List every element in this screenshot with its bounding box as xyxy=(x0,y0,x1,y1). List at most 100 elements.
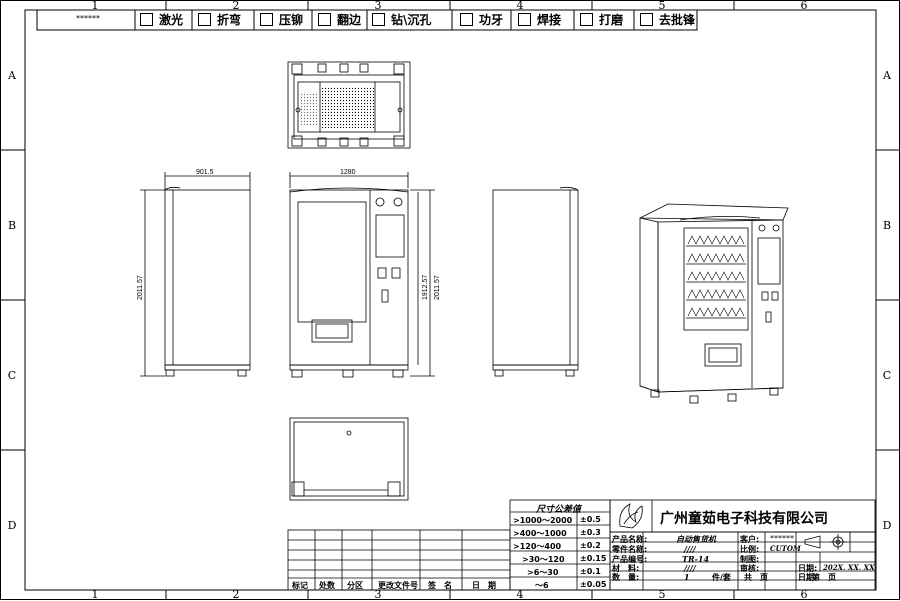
part-name: //// xyxy=(684,544,696,554)
top-view xyxy=(287,61,411,149)
side-view xyxy=(140,172,251,377)
customer: ****** xyxy=(770,534,794,543)
date-label: 日期: xyxy=(798,564,818,573)
checkbox-icon[interactable] xyxy=(318,12,331,26)
zone-row-b-left: B xyxy=(7,219,17,232)
company-name: 广州童茹电子科技有限公司 xyxy=(660,511,828,527)
rev-header-doc: 更改文件号 xyxy=(378,581,418,590)
review-label: 审核: xyxy=(740,564,760,573)
checkbox-icon[interactable] xyxy=(518,12,531,26)
process-deburring[interactable]: 去批锋 xyxy=(640,10,695,28)
quantity-label: 数 量: xyxy=(612,573,640,582)
dim-side-height: 2011.57 xyxy=(137,275,144,300)
bottom-view xyxy=(289,417,409,501)
top-view-perforation xyxy=(321,86,374,128)
process-laser[interactable]: 激光 xyxy=(140,10,183,28)
zone-col-1-bottom: 1 xyxy=(91,588,99,601)
process-bending[interactable]: 折弯 xyxy=(198,10,241,28)
checkbox-icon[interactable] xyxy=(198,12,211,26)
process-tapping[interactable]: 功牙 xyxy=(460,10,503,28)
dim-side-depth: 901.5 xyxy=(196,169,214,176)
scale: CUTOM xyxy=(770,544,801,553)
checkbox-icon[interactable] xyxy=(640,12,653,26)
date-label-2: 日期: xyxy=(798,573,818,582)
doc-code: ****** xyxy=(76,14,100,23)
zone-col-3-top: 3 xyxy=(374,0,382,12)
zone-col-2-top: 2 xyxy=(232,0,240,12)
zone-col-5-top: 5 xyxy=(658,0,666,12)
tolerance-range: >6～30 xyxy=(527,568,559,577)
zone-row-b-right: B xyxy=(882,219,892,232)
material-label: 材 料: xyxy=(612,564,640,573)
checkbox-icon[interactable] xyxy=(140,12,153,26)
product-code: TR-14 xyxy=(682,554,710,564)
company-logo xyxy=(619,503,643,529)
checkbox-icon[interactable] xyxy=(372,12,385,26)
tolerance-value: ±0.5 xyxy=(580,515,601,524)
date-value: 202X. XX. XX xyxy=(823,563,875,572)
tolerance-value: ±0.2 xyxy=(580,541,601,550)
zone-col-2-bottom: 2 xyxy=(232,588,240,601)
product-code-label: 产品编号: xyxy=(612,555,648,564)
top-view-perforation-left xyxy=(300,92,318,126)
projection-symbol xyxy=(804,534,846,550)
zone-col-1-top: 1 xyxy=(91,0,99,12)
tolerance-range: >1000～2000 xyxy=(513,516,573,525)
checkbox-icon[interactable] xyxy=(260,12,273,26)
customer-label: 客户: xyxy=(740,535,760,544)
rev-header-zone: 分区 xyxy=(347,581,363,590)
side-view-right xyxy=(492,186,579,377)
zone-row-c-left: C xyxy=(7,369,17,382)
tolerance-range: >400～1000 xyxy=(513,529,567,538)
zone-row-c-right: C xyxy=(882,369,892,382)
checkbox-icon[interactable] xyxy=(580,12,593,26)
zone-row-d-left: D xyxy=(7,519,17,532)
tolerance-value: ±0.05 xyxy=(580,580,607,589)
dim-front-height: 2011.57 xyxy=(434,275,441,300)
process-strip-frame xyxy=(36,9,698,31)
checkbox-icon[interactable] xyxy=(460,12,473,26)
zone-row-d-right: D xyxy=(882,519,892,532)
scale-label: 比例: xyxy=(740,545,760,554)
quantity: 1 xyxy=(684,572,690,582)
tolerance-value: ±0.15 xyxy=(580,554,607,563)
page-number-label: 第 页 xyxy=(812,573,836,582)
dim-front-width: 1280 xyxy=(340,169,356,176)
material: //// xyxy=(684,563,696,573)
tolerance-range: ～6 xyxy=(535,581,549,590)
product-name: 自动售货机 xyxy=(676,534,716,544)
zone-col-4-bottom: 4 xyxy=(516,588,524,601)
process-grinding[interactable]: 打磨 xyxy=(580,10,623,28)
zone-col-4-top: 4 xyxy=(516,0,524,12)
front-view xyxy=(289,172,435,378)
drawn-label: 制图: xyxy=(740,555,760,564)
title-block-grid xyxy=(287,499,876,591)
rev-header-mark: 标记 xyxy=(292,581,308,590)
process-flanging[interactable]: 翻边 xyxy=(318,10,361,28)
part-name-label: 零件名称: xyxy=(612,545,648,554)
zone-col-3-bottom: 3 xyxy=(374,588,382,601)
process-welding[interactable]: 焊接 xyxy=(518,10,561,28)
total-pages-label: 共 页 xyxy=(744,573,768,582)
product-name-label: 产品名称: xyxy=(612,535,648,544)
rev-header-date: 日 期 xyxy=(472,581,496,590)
iso-products xyxy=(687,235,745,317)
process-riveting[interactable]: 压铆 xyxy=(260,10,303,28)
rev-header-count: 处数 xyxy=(319,581,335,590)
process-drilling[interactable]: 钻\沉孔 xyxy=(372,10,431,28)
rev-header-sign: 签 名 xyxy=(428,581,452,590)
per-set-label: 件/套 xyxy=(712,573,731,582)
dim-front-height-inner: 1912.57 xyxy=(422,274,429,300)
zone-col-6-bottom: 6 xyxy=(800,588,808,601)
isometric-view xyxy=(639,203,789,404)
tolerance-value: ±0.3 xyxy=(580,528,601,537)
tolerance-range: >120～400 xyxy=(513,542,562,551)
zone-row-a-right: A xyxy=(883,69,891,82)
zone-col-5-bottom: 5 xyxy=(658,588,666,601)
zone-row-a-left: A xyxy=(8,69,16,82)
tolerance-range: >30～120 xyxy=(522,555,565,564)
zone-col-6-top: 6 xyxy=(800,0,808,12)
tolerance-value: ±0.1 xyxy=(580,567,601,576)
